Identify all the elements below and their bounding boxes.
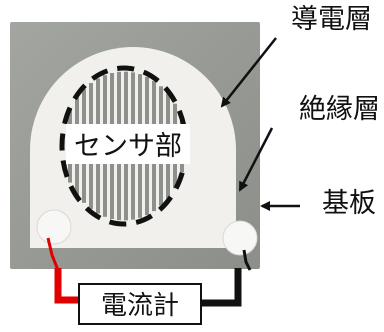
sensor-label-background — [66, 124, 190, 164]
electrode-right — [222, 220, 258, 256]
conductive-layer-label: 導電層 — [291, 4, 372, 35]
insulating-layer-label: 絶縁層 — [299, 94, 380, 125]
wire-black-upper — [242, 249, 252, 271]
arrow-icon — [220, 37, 277, 108]
wire-red-upper — [46, 237, 60, 271]
substrate-label: 基板 — [322, 188, 376, 219]
sensor-area-label: センサ部 — [74, 131, 182, 162]
arrow-icon — [238, 127, 274, 192]
ammeter-label: 電流計 — [101, 291, 179, 321]
ammeter-box — [78, 283, 202, 325]
wire-red — [54, 268, 78, 304]
electrode-left — [36, 209, 72, 245]
wire-black — [202, 268, 242, 307]
